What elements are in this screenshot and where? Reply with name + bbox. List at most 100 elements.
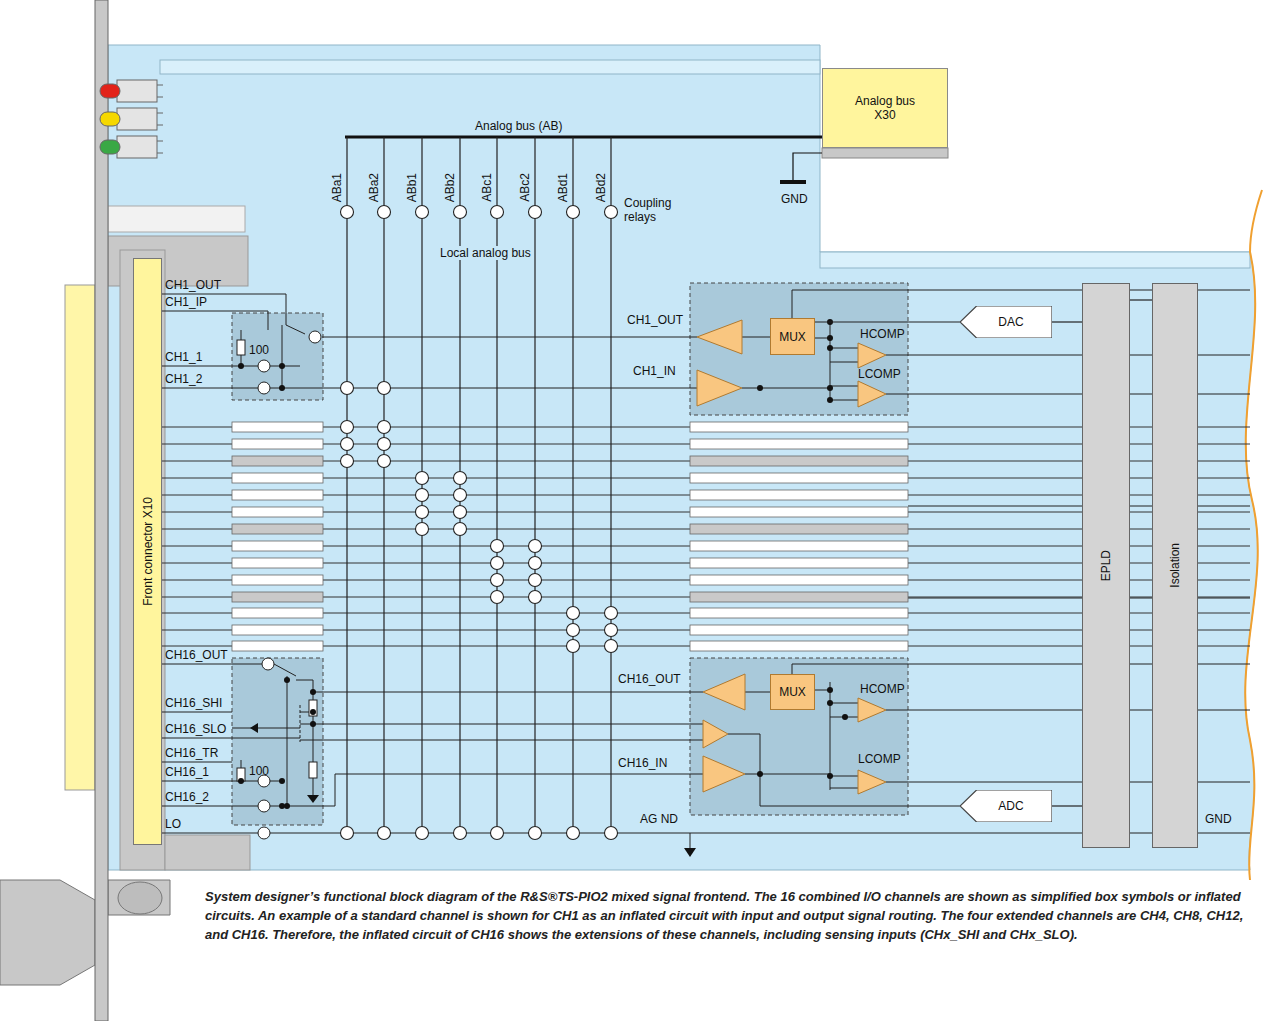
front-panel xyxy=(100,84,120,98)
junction-dot xyxy=(842,714,848,720)
signal-wire xyxy=(728,734,960,806)
channel-box xyxy=(232,625,323,635)
coupling-relay xyxy=(416,523,429,536)
coupling-relay xyxy=(529,591,542,604)
coupling-relay xyxy=(529,557,542,570)
signal-label: CH16_TR xyxy=(165,746,218,760)
channel-box xyxy=(690,575,908,585)
junction-dot xyxy=(827,397,833,403)
coupling-relay xyxy=(416,206,429,219)
front-panel xyxy=(117,136,157,158)
coupling-relay xyxy=(491,206,504,219)
frontend-box xyxy=(690,283,908,415)
channel-box xyxy=(690,524,908,534)
front-panel xyxy=(108,45,1258,870)
signal-wire xyxy=(162,294,305,334)
converter-outline xyxy=(960,306,1052,338)
front-panel xyxy=(120,250,165,870)
channel-box xyxy=(690,473,908,483)
mux-box: MUX xyxy=(770,318,815,355)
coupling-relay xyxy=(605,624,618,637)
signal-label: Analog bus (AB) xyxy=(475,119,562,133)
ground-symbol xyxy=(250,723,696,857)
amplifier-symbol xyxy=(858,698,886,722)
channel-box xyxy=(232,473,323,483)
signal-label: CH16_SLO xyxy=(165,722,226,736)
channel-box xyxy=(690,641,908,651)
coupling-relay xyxy=(378,827,391,840)
mux-box: MUX xyxy=(770,674,815,710)
junction-dot xyxy=(310,709,316,715)
bus-name: ABa1 xyxy=(330,173,344,202)
junction-dot xyxy=(757,385,763,391)
bus-line xyxy=(572,137,573,833)
coupling-relay xyxy=(454,206,467,219)
coupling-relay xyxy=(605,640,618,653)
node-text: ADC xyxy=(998,799,1023,813)
channel-box xyxy=(232,422,323,432)
signal-wire xyxy=(830,703,858,788)
amplifier-symbol xyxy=(858,343,886,368)
signal-label: CH1_OUT xyxy=(165,278,221,292)
coupling-relay xyxy=(416,827,429,840)
signal-wire xyxy=(742,337,770,338)
signal-wire xyxy=(162,311,268,330)
coupling-relay xyxy=(416,472,429,485)
signal-label: CH16_OUT xyxy=(165,648,228,662)
signal-connector xyxy=(1052,321,1082,322)
signal-label: HCOMP xyxy=(860,682,905,696)
signal-wire xyxy=(300,705,301,742)
signal-label: GND xyxy=(781,192,808,206)
front-panel xyxy=(100,140,120,154)
amplifier-symbol xyxy=(697,320,886,794)
channel-box xyxy=(232,575,323,585)
junction-dot xyxy=(279,778,285,784)
coupling-relay xyxy=(567,827,580,840)
channel-box xyxy=(232,524,323,534)
coupling-relay xyxy=(491,591,504,604)
signal-wire xyxy=(830,348,858,400)
frontend-box xyxy=(232,313,323,400)
junction-dot xyxy=(827,773,833,779)
coupling-relay xyxy=(341,455,354,468)
signal-label: GND xyxy=(1205,812,1232,826)
analog-bus-wire xyxy=(793,153,822,181)
coupling-relay xyxy=(567,206,580,219)
signal-label: AG ND xyxy=(640,812,678,826)
coupling-relay xyxy=(605,206,618,219)
signal-label: CH16_OUT xyxy=(618,672,681,686)
channel-box xyxy=(690,507,908,517)
signal-wire xyxy=(162,712,703,740)
amplifier-symbol xyxy=(703,756,745,792)
wavy-cut-edge xyxy=(1245,190,1262,880)
front-panel xyxy=(108,206,245,232)
coupling-relay xyxy=(454,472,467,485)
channel-box xyxy=(232,558,323,568)
node-text: EPLD xyxy=(1099,550,1113,581)
relay-contact xyxy=(258,827,270,839)
bus-line xyxy=(347,137,611,833)
signal-label: CH1_IP xyxy=(165,295,207,309)
coupling-relay xyxy=(605,827,618,840)
figure-caption: System designer’s functional block diagr… xyxy=(205,887,1245,944)
junction-dot xyxy=(827,700,833,706)
node-text: Analog bus X30 xyxy=(849,94,921,122)
relay-contact xyxy=(309,331,321,343)
coupling-relay xyxy=(491,557,504,570)
signal-wire xyxy=(690,833,691,848)
junction-dot xyxy=(238,363,244,369)
channel-box xyxy=(232,541,323,551)
signal-label: LCOMP xyxy=(858,367,901,381)
bus-line xyxy=(346,137,347,833)
connector-bar: Front connector X10 xyxy=(133,258,162,845)
bus-name: ABd1 xyxy=(556,173,570,202)
coupling-relay xyxy=(341,438,354,451)
channel-box xyxy=(232,592,323,602)
bus-name: ABd2 xyxy=(594,173,608,202)
bus-name: ABb1 xyxy=(405,173,419,202)
signal-label: LCOMP xyxy=(858,752,901,766)
ground-symbol xyxy=(307,795,319,803)
signal-label: CH16_IN xyxy=(618,756,667,770)
node-text: MUX xyxy=(779,330,806,344)
